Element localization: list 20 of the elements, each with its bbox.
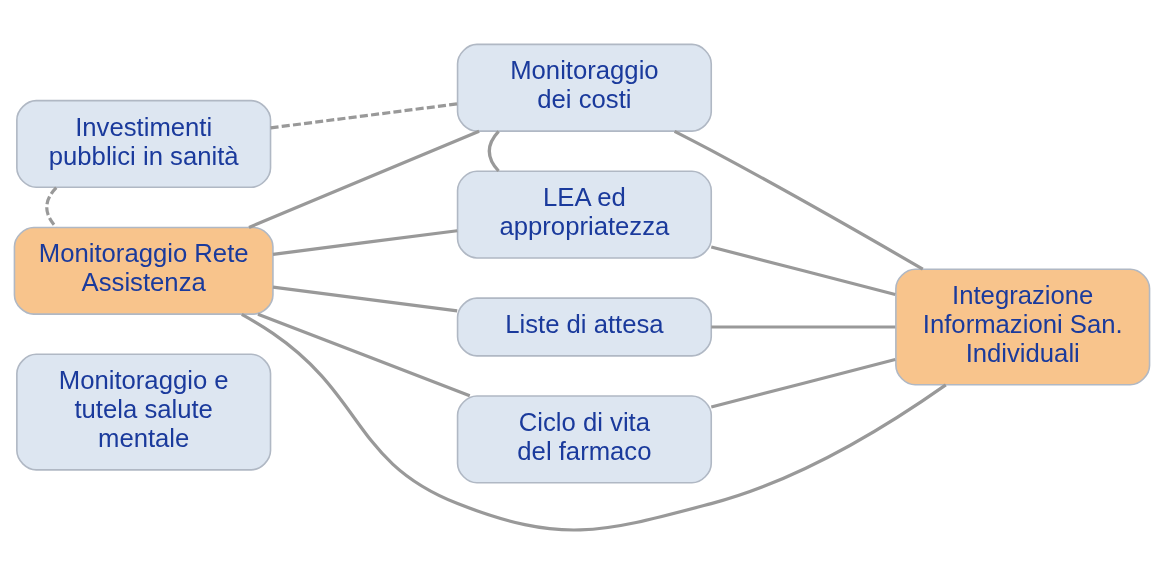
node-box: Monitoraggio Rete Assistenza	[13, 226, 274, 315]
connector	[272, 285, 458, 312]
connector	[710, 357, 896, 409]
connector	[673, 129, 924, 271]
connector	[272, 228, 458, 256]
connector	[487, 129, 500, 172]
node-box: Ciclo di vita del farmaco	[456, 394, 713, 484]
connector	[270, 101, 458, 129]
connector	[257, 312, 471, 397]
connector	[248, 129, 480, 229]
node-box: Monitoraggio dei costi	[456, 43, 713, 132]
connector	[710, 244, 896, 296]
node-box: Monitoraggio e tutela salute mentale	[16, 353, 272, 471]
connector	[45, 186, 58, 228]
node-box: LEA ed appropriatezza	[456, 169, 713, 259]
connector	[241, 312, 947, 531]
node-box: Liste di attesa	[456, 296, 713, 357]
connector	[711, 324, 896, 329]
node-box: Investimenti pubblici in sanità	[16, 99, 272, 188]
node-box: Integrazione Informazioni San. Individuali	[895, 267, 1151, 386]
